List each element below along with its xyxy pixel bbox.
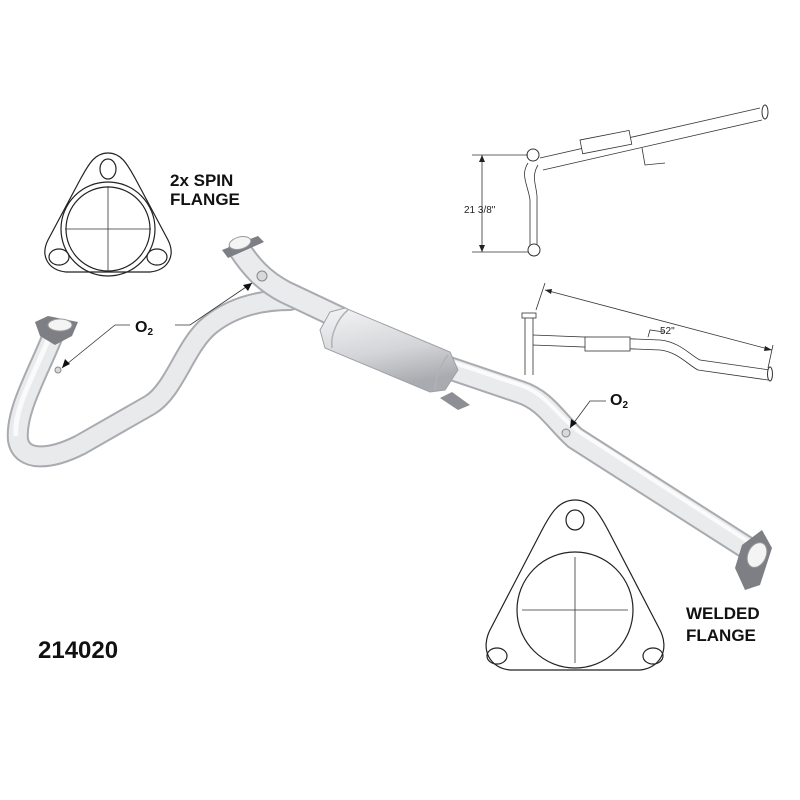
exhaust-pipe-assembly	[6, 236, 772, 590]
o2-sensor-port-downstream	[561, 428, 571, 438]
left-spin-flange	[35, 316, 78, 345]
o2-callout-upstream: O2	[61, 282, 253, 369]
right-spin-flange	[222, 236, 264, 258]
o2-sensor-port-right	[256, 270, 268, 282]
spin-flange-label-line2: FLANGE	[170, 190, 240, 209]
hanger-bracket	[440, 392, 470, 410]
o2-label-downstream: O2	[610, 392, 628, 411]
outlet-welded-flange	[735, 530, 772, 590]
top-view-drawing: 21 3/8"	[464, 104, 769, 257]
side-view-drawing: 52"	[521, 282, 774, 382]
part-number: 214020	[38, 637, 118, 664]
o2-sensor-port-left	[54, 366, 62, 374]
spin-flange-label-line1: 2x SPIN	[170, 171, 233, 190]
catalytic-converter	[319, 307, 459, 393]
o2-callout-downstream: O2	[569, 392, 628, 429]
o2-label-upstream: O2	[135, 319, 153, 338]
height-dimension: 21 3/8"	[464, 205, 496, 216]
length-dimension: 52"	[660, 326, 675, 337]
welded-flange-label-line1: WELDED	[686, 604, 760, 623]
welded-flange-drawing	[485, 499, 665, 671]
spin-flange-drawing	[44, 152, 172, 277]
welded-flange-label-line2: FLANGE	[686, 626, 756, 645]
